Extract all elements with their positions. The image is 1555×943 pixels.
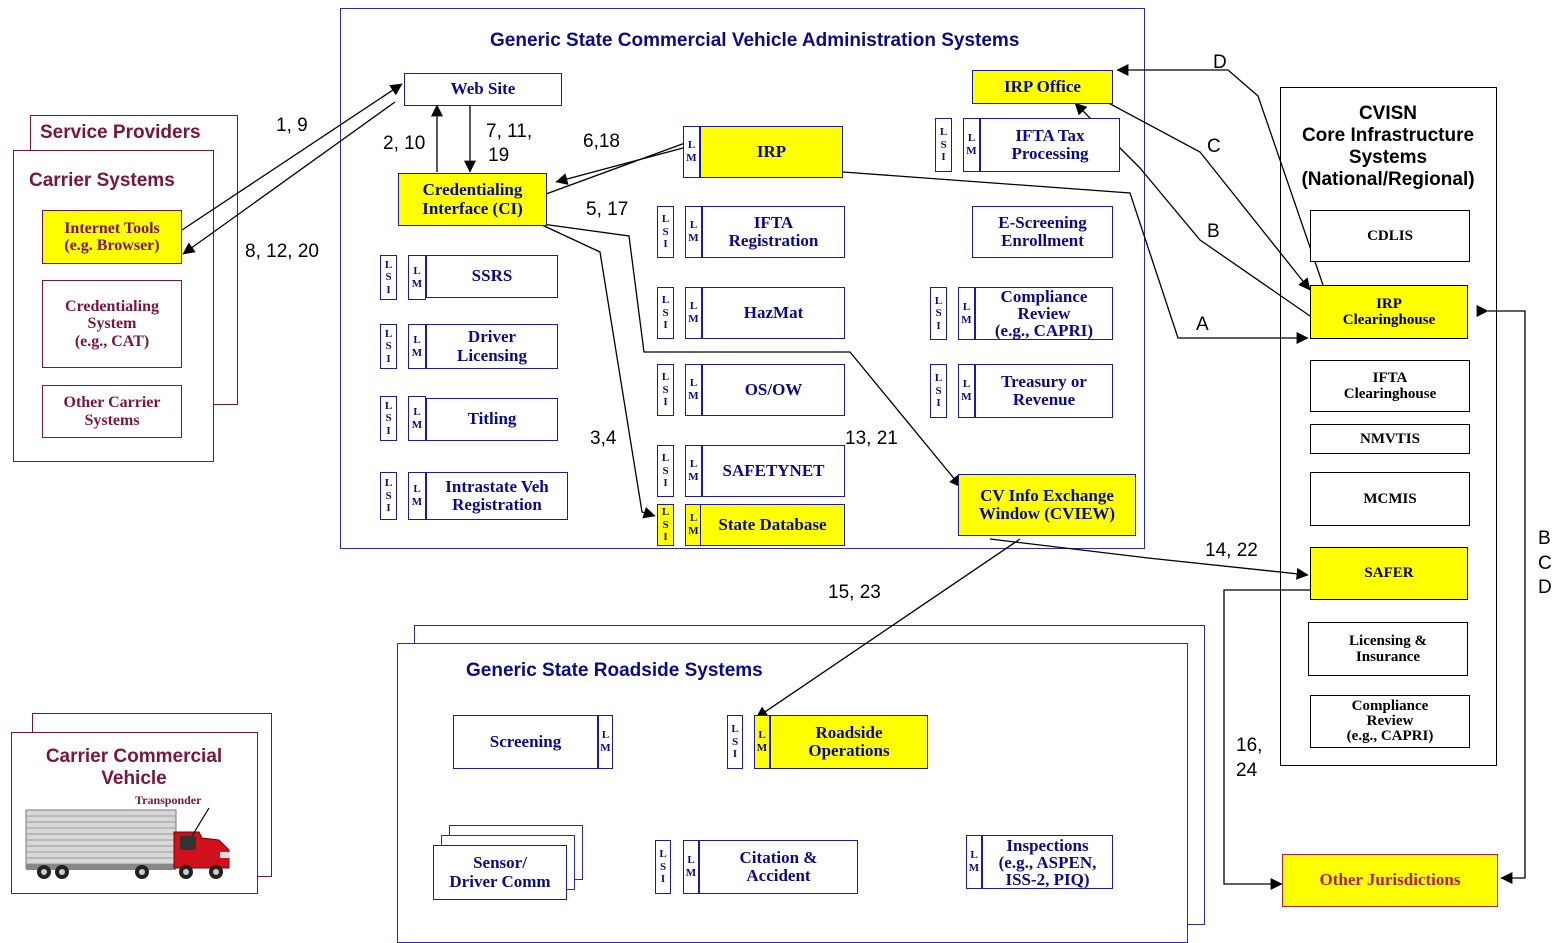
irp-box[interactable]: IRP [700,126,843,178]
flow-label-b: B [1207,221,1220,244]
web-site-box[interactable]: Web Site [404,73,562,106]
flow-label-3-4: 3,4 [590,428,616,451]
flow-label-a: A [1196,314,1209,337]
flow-label-15-23: 15, 23 [828,582,881,605]
flow-label-2-10: 2, 10 [383,133,425,156]
mcmis-box[interactable]: MCMIS [1310,472,1470,526]
flow-label-16: 16, [1236,735,1262,758]
flow-label-24: 24 [1236,760,1257,783]
safer-box[interactable]: SAFER [1310,547,1468,600]
flow-bcd [1488,311,1525,878]
flow-label-6-18: 6,18 [583,131,620,154]
safetynet-lm-tag: LM [685,445,702,497]
flow-1-9 [182,84,402,230]
inspections-box[interactable]: Inspections(e.g., ASPEN,ISS-2, PIQ) [982,835,1113,889]
flow-c [1088,92,1310,290]
flow-label-5-17: 5, 17 [586,199,628,222]
cdlis-box[interactable]: CDLIS [1310,210,1470,262]
flow-label-d: D [1213,52,1227,75]
flow-label-1-9: 1, 9 [276,115,308,138]
flow-label-19: 19 [488,145,509,168]
sensor-driver-comm-box[interactable]: Sensor/Driver Comm [433,845,567,900]
screening-box[interactable]: Screening [453,715,598,769]
flow-label-14-22: 14, 22 [1205,540,1258,563]
flow-label-7-11: 7, 11, [486,121,532,144]
transponder-label: Transponder [135,793,201,808]
citation-accident-box[interactable]: Citation &Accident [699,840,858,894]
licensing-insurance-box[interactable]: Licensing &Insurance [1308,622,1468,676]
ci-line-2: Interface (CI) [422,200,523,218]
flow-14-22 [990,539,1308,575]
truck-illustration [24,802,240,882]
flow-label-8-12-20: 8, 12, 20 [245,241,319,264]
internet-tools-box[interactable]: Internet Tools(e.g. Browser) [42,210,182,264]
flow-5-17 [546,139,696,194]
osow-box[interactable]: OS/OW [702,364,845,416]
other-jurisdictions-box[interactable]: Other Jurisdictions [1282,854,1498,907]
flow-15-23 [756,539,1020,718]
hazmat-lsi-tag: LSI [657,287,674,339]
irp-office-box[interactable]: IRP Office [972,70,1113,104]
safetynet-box[interactable]: SAFETYNET [702,445,845,497]
nmvtis-box[interactable]: NMVTIS [1310,424,1470,454]
flow-label-c: C [1207,136,1221,159]
state-database-box[interactable]: State Database [700,504,845,546]
ci-line-1: Credentialing [422,181,523,199]
flow-label-13-21: 13, 21 [845,428,898,451]
hazmat-box[interactable]: HazMat [702,287,845,339]
titling-box[interactable]: Titling [426,398,558,441]
ssrs-box[interactable]: SSRS [426,255,558,298]
